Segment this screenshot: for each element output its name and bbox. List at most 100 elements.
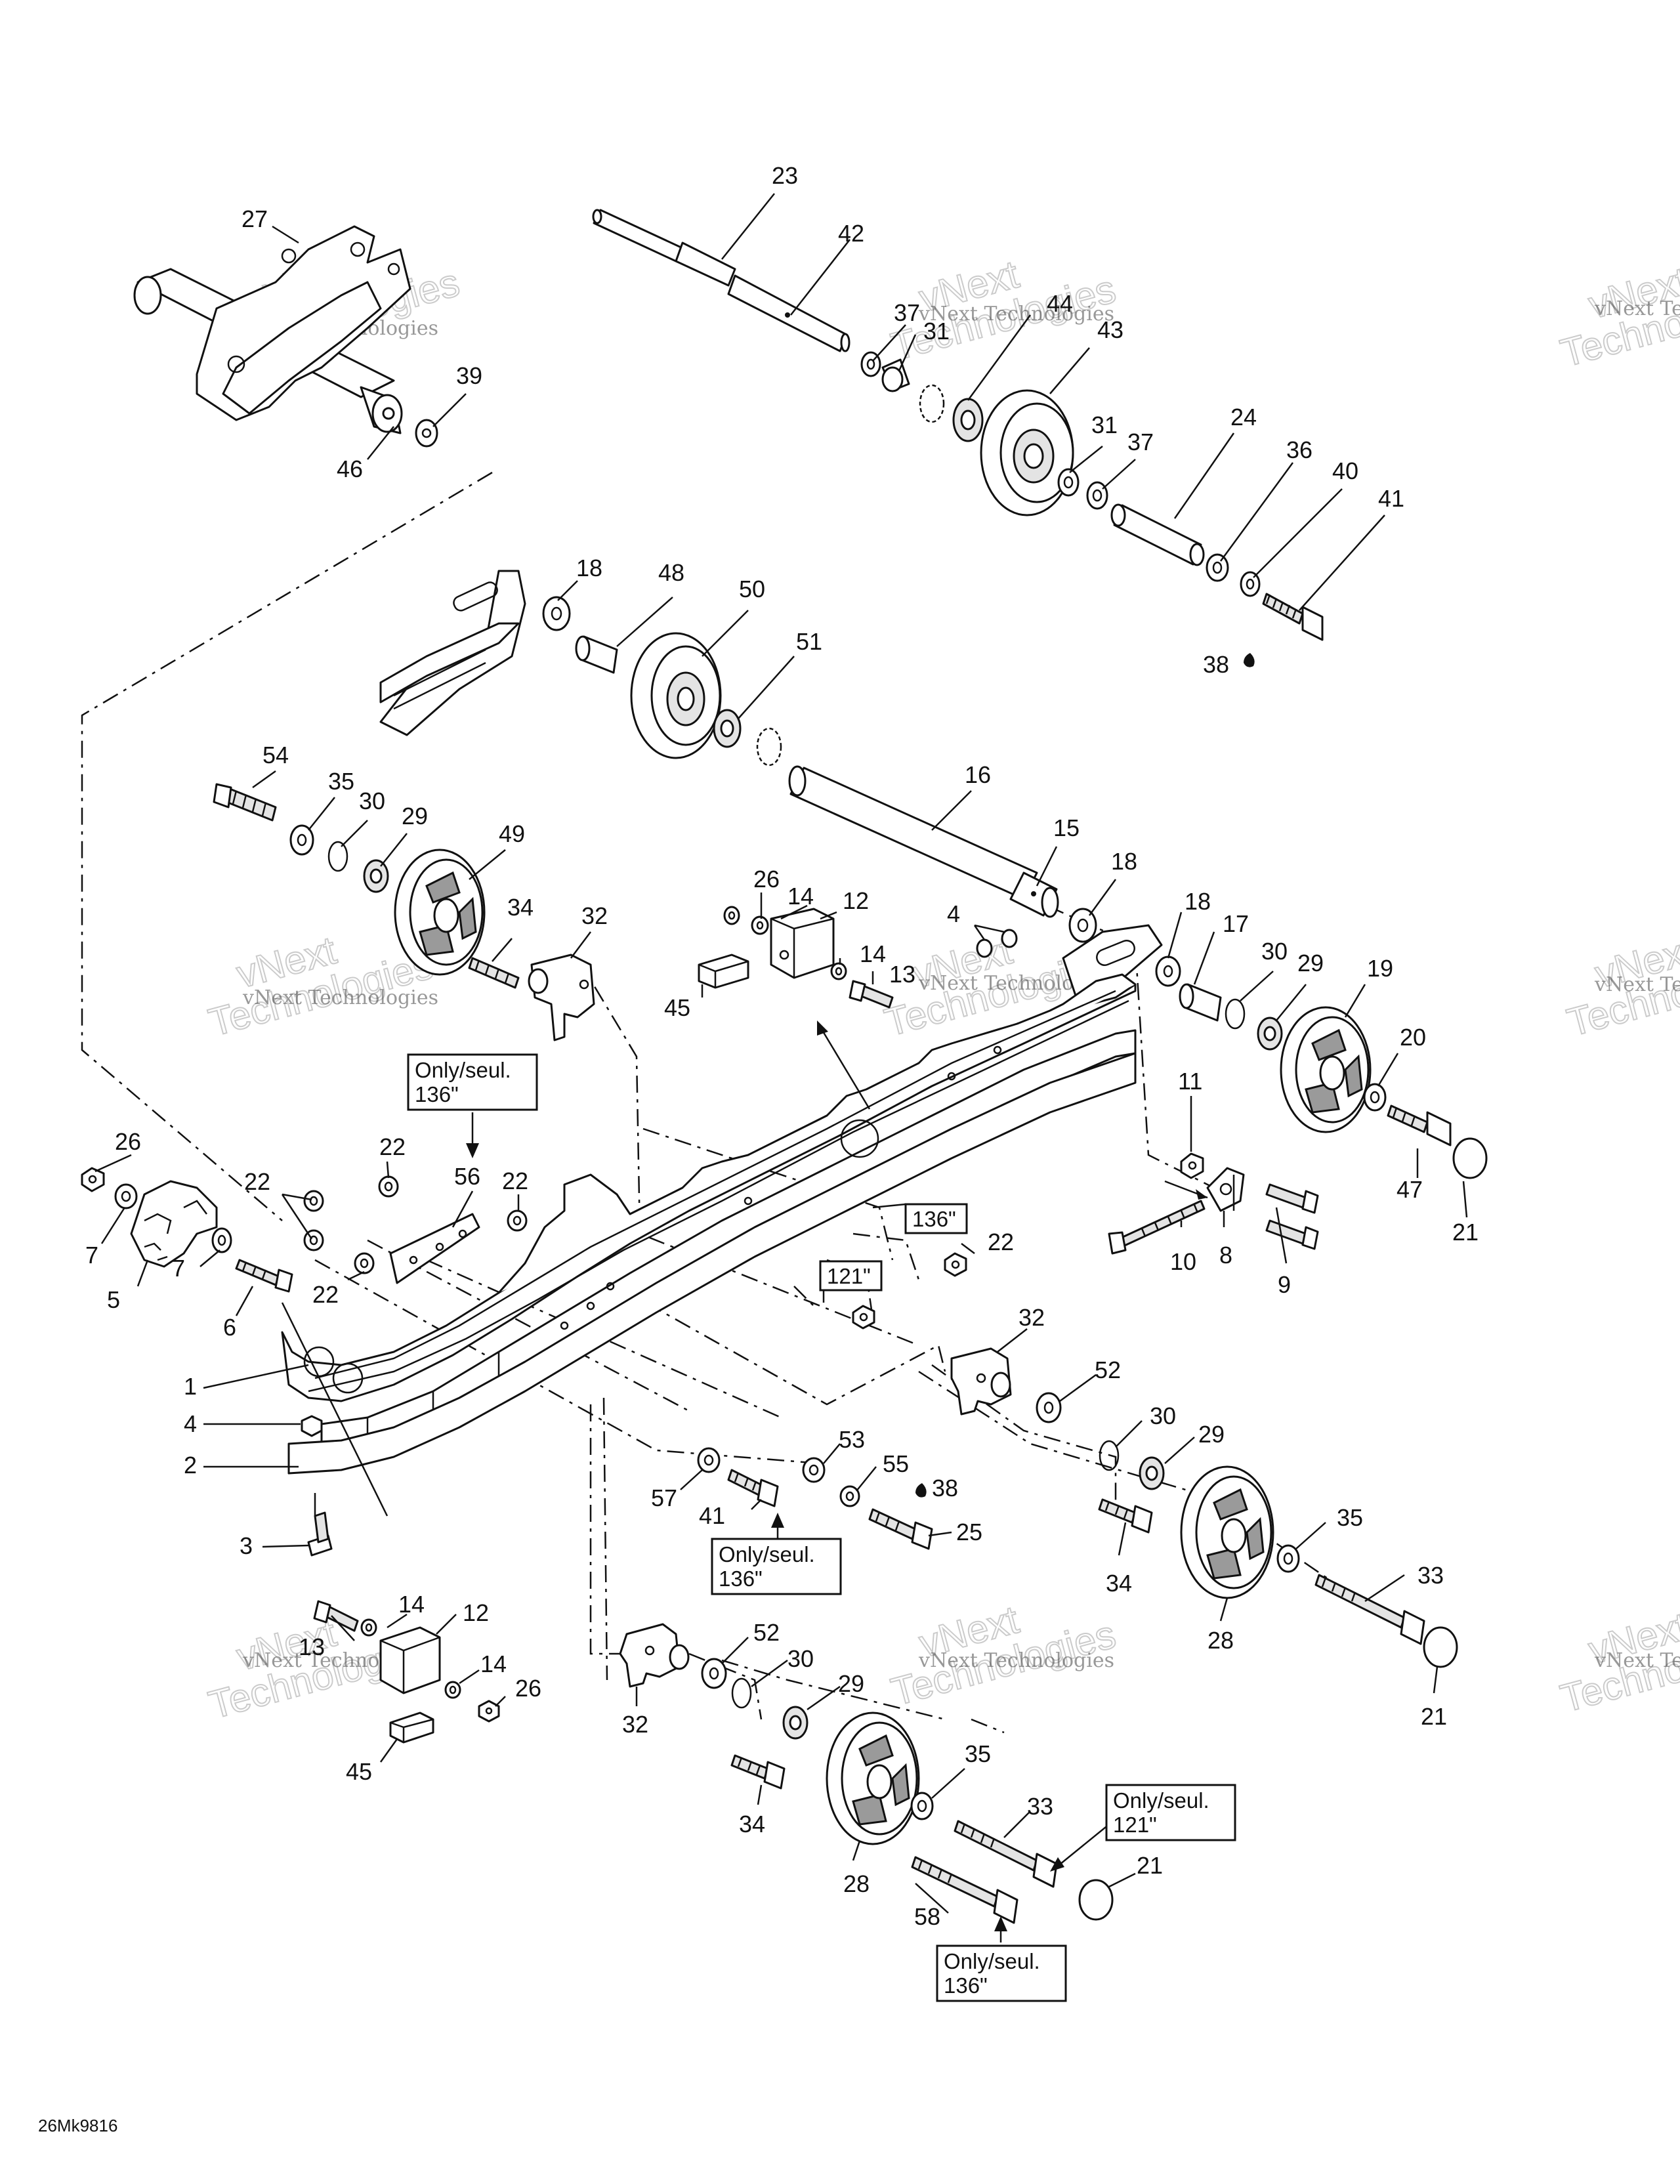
callout-36: 36 [1286, 436, 1312, 463]
callout-8: 8 [1219, 1242, 1232, 1269]
callout-28: 28 [843, 1870, 870, 1897]
callout-35: 35 [965, 1740, 991, 1767]
callout-49: 49 [499, 820, 525, 847]
lower-wheel-assembly-right [950, 1347, 1458, 1668]
note-only136-bottom-line2: 136" [944, 1973, 988, 1998]
lower-wheel-assembly-center [619, 1623, 1114, 1924]
callout-13: 13 [889, 961, 915, 988]
callout-56: 56 [454, 1163, 480, 1190]
note-only136-top-line1: Only/seul. [415, 1058, 511, 1082]
callout-32: 32 [622, 1711, 648, 1738]
watermark-text: vNext Technologies [918, 1649, 1114, 1672]
callout-35: 35 [328, 768, 354, 795]
callout-9: 9 [1278, 1271, 1291, 1298]
callout-22: 22 [244, 1168, 270, 1195]
callout-34: 34 [739, 1811, 765, 1838]
upper-stopper-block [698, 906, 894, 1009]
front-wheel-assembly [976, 924, 1488, 1255]
callout-21: 21 [1452, 1219, 1479, 1246]
callout-11: 11 [1178, 1068, 1202, 1095]
middle-slide-section [379, 570, 1097, 943]
callout-40: 40 [1332, 457, 1358, 484]
callout-32: 32 [581, 902, 608, 929]
callout-22: 22 [312, 1281, 339, 1308]
callout-41: 41 [699, 1502, 725, 1529]
note-only121-line1: Only/seul. [1113, 1788, 1209, 1813]
callout-3: 3 [240, 1532, 253, 1559]
callout-28: 28 [1208, 1627, 1234, 1654]
note-boxes: Only/seul. 136" 136" 121" Only/seul. 136… [407, 1053, 1236, 2002]
left-wheel-assembly [213, 783, 595, 1041]
callout-35: 35 [1337, 1504, 1363, 1531]
callout-21: 21 [1421, 1703, 1447, 1730]
callout-29: 29 [1297, 950, 1324, 976]
callout-22: 22 [988, 1228, 1014, 1255]
note-box-only121 [1105, 1784, 1236, 1841]
callout-44: 44 [1047, 290, 1073, 317]
leader-lines [94, 193, 1468, 1942]
callout-30: 30 [1261, 938, 1288, 965]
callout-57: 57 [651, 1484, 677, 1511]
watermark-text: vNext Technologies [1594, 297, 1680, 320]
rear-arm-bracket [133, 225, 438, 448]
callout-31: 31 [923, 318, 950, 345]
callout-37: 37 [1127, 429, 1154, 455]
callout-31: 31 [1091, 411, 1118, 438]
callout-42: 42 [838, 220, 864, 247]
callout-58: 58 [914, 1903, 940, 1930]
callout-7: 7 [172, 1255, 185, 1282]
note-box-only136-bottom [936, 1944, 1067, 2002]
callout-50: 50 [739, 576, 765, 602]
callout-23: 23 [772, 162, 798, 189]
lower-stopper-block [313, 1600, 500, 1744]
callout-30: 30 [788, 1645, 814, 1672]
callout-34: 34 [507, 894, 534, 921]
callout-41: 41 [1378, 485, 1404, 512]
callout-19: 19 [1367, 955, 1393, 982]
callout-18: 18 [1185, 888, 1211, 915]
callout-18: 18 [1111, 848, 1137, 875]
note-121: 121" [827, 1264, 871, 1288]
note-136: 136" [912, 1207, 956, 1231]
slide-rail [281, 973, 1137, 1557]
callout-55: 55 [883, 1450, 909, 1477]
callout-45: 45 [346, 1758, 372, 1785]
callout-4: 4 [184, 1410, 197, 1437]
callout-47: 47 [1396, 1176, 1423, 1203]
watermark-text: vNext Technologies [1594, 1649, 1680, 1672]
callout-37: 37 [894, 299, 920, 326]
center-bolts [697, 1447, 933, 1550]
callout-12: 12 [463, 1599, 489, 1626]
callout-25: 25 [956, 1519, 982, 1545]
callout-12: 12 [843, 887, 869, 914]
callout-53: 53 [839, 1426, 865, 1453]
callout-21: 21 [1137, 1852, 1163, 1879]
callout-22: 22 [379, 1133, 406, 1160]
note-only136-bottom-line1: Only/seul. [944, 1949, 1040, 1973]
callout-30: 30 [1150, 1402, 1176, 1429]
callout-54: 54 [262, 742, 289, 768]
callout-29: 29 [838, 1670, 864, 1697]
callout-22: 22 [502, 1167, 528, 1194]
note-only136-mid-line2: 136" [719, 1566, 763, 1591]
callout-29: 29 [1198, 1421, 1225, 1448]
callout-52: 52 [753, 1619, 780, 1646]
callout-15: 15 [1053, 814, 1080, 841]
callout-24: 24 [1230, 404, 1257, 430]
callout-51: 51 [796, 628, 822, 655]
note-only136-top-line2: 136" [415, 1082, 459, 1106]
rear-end-parts [81, 1167, 967, 1330]
callout-14: 14 [860, 940, 886, 967]
callout-26: 26 [753, 866, 780, 892]
callout-4: 4 [947, 900, 960, 927]
callout-46: 46 [337, 455, 363, 482]
callout-45: 45 [664, 994, 690, 1021]
note-box-only136-top [407, 1053, 538, 1111]
callout-48: 48 [658, 559, 684, 586]
callout-43: 43 [1097, 316, 1124, 343]
drawing-code: 26Mk9816 [38, 2116, 117, 2135]
callout-26: 26 [515, 1675, 541, 1702]
callout-14: 14 [480, 1650, 507, 1677]
callout-33: 33 [1418, 1562, 1444, 1589]
callout-52: 52 [1095, 1356, 1121, 1383]
